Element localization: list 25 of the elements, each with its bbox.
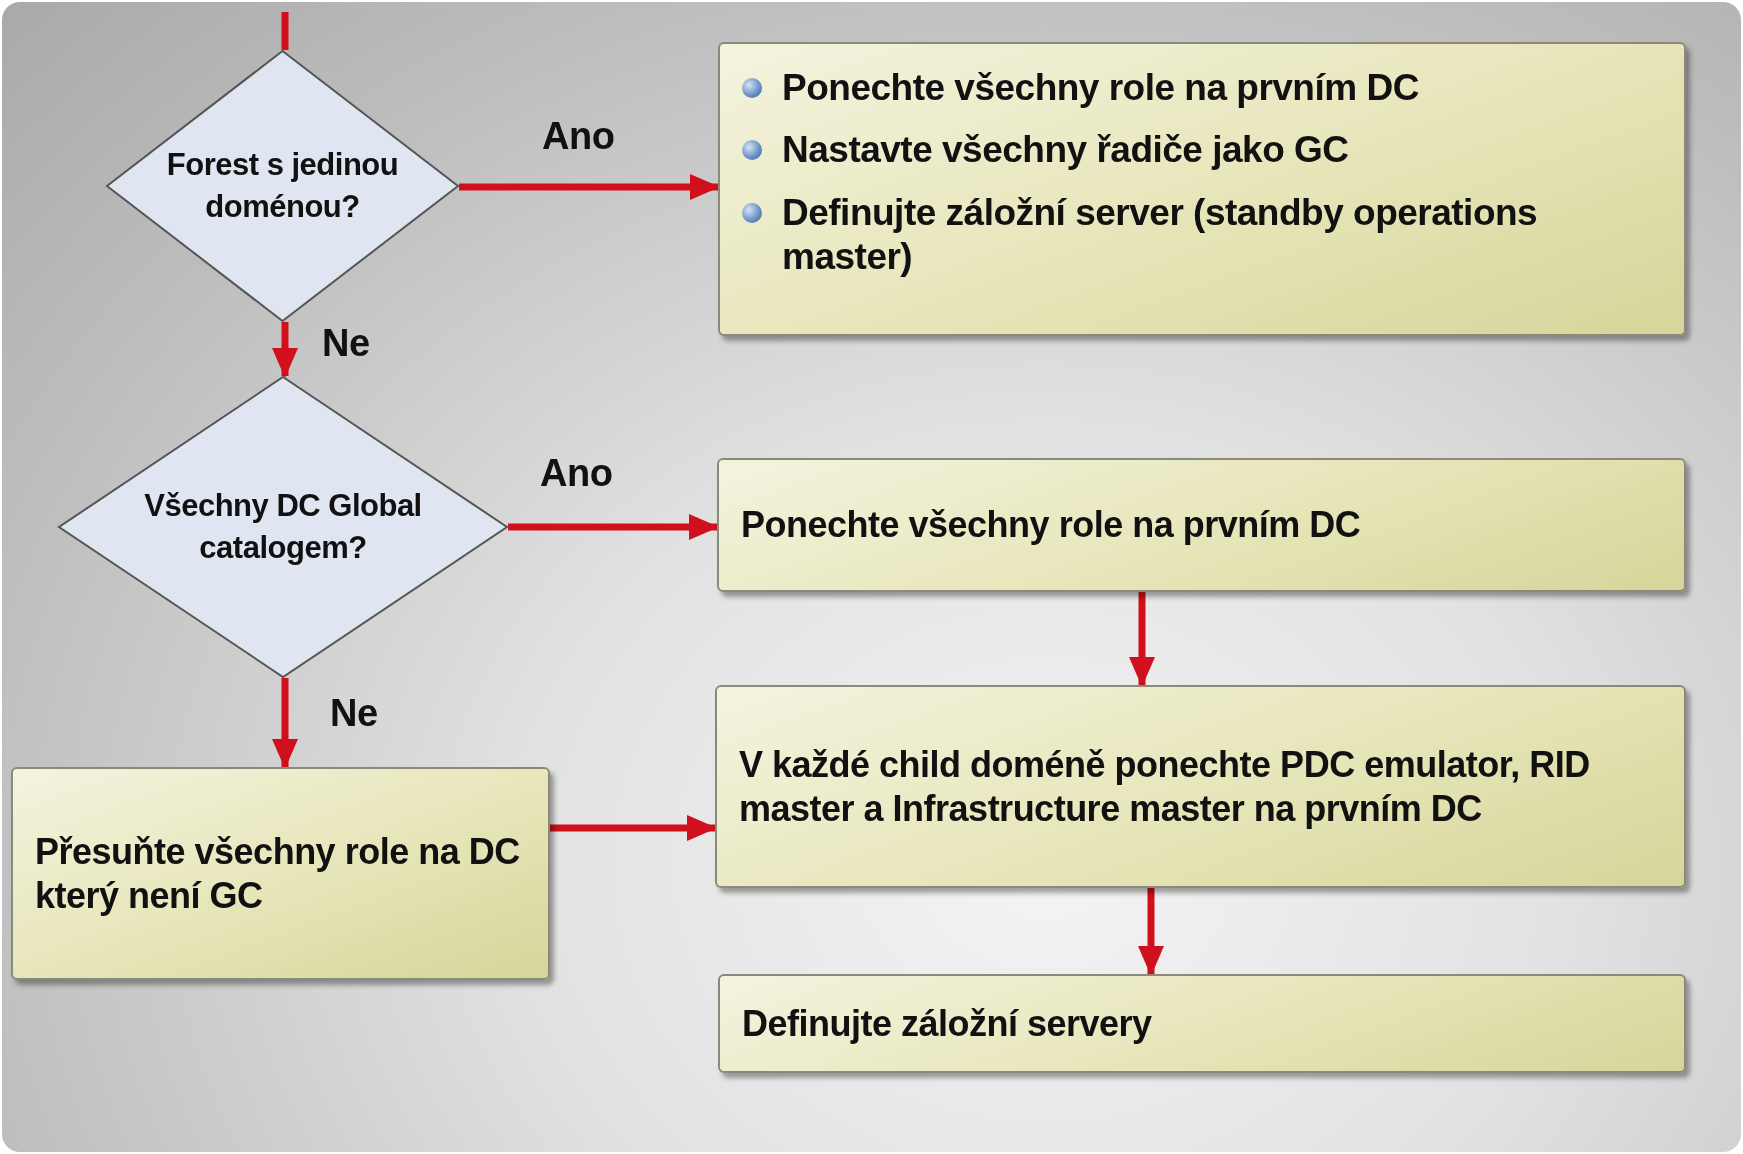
edge-label: Ano [542, 115, 615, 158]
process-box [718, 974, 1686, 1073]
arrow [550, 815, 717, 841]
arrow [508, 514, 719, 540]
arrow [272, 322, 298, 378]
arrow [1129, 592, 1155, 687]
bullet-text: Nastavte všechny řadiče jako GC [782, 128, 1349, 173]
decision-text: Všechny DC Global catalogem? [143, 487, 423, 567]
box-text: Ponechte všechny role na prvním DC [741, 503, 1362, 547]
edge-label: Ano [540, 452, 613, 495]
process-box [718, 42, 1686, 336]
bullet-text: Definujte záložní server (standby operations master) [782, 190, 1539, 280]
process-box [717, 458, 1686, 592]
edge-label: Ne [330, 692, 378, 735]
box-text: V každé child doméně ponechte PDC emulator, RID master a Infrastructure master na prvním DC [739, 743, 1591, 830]
edge-label: Ne [322, 322, 370, 365]
process-box [715, 685, 1686, 888]
box-text: Definujte záložní servery [742, 1001, 1153, 1046]
arrow [272, 678, 298, 769]
box-text: Přesuňte všechny role na DC který není GC [35, 830, 521, 917]
arrow [1138, 888, 1164, 976]
process-box [11, 767, 550, 980]
bullet-text: Ponechte všechny role na prvním DC [782, 66, 1419, 110]
arrow [459, 174, 720, 200]
decision-text: Forest s jedinou doménou? [165, 146, 400, 226]
